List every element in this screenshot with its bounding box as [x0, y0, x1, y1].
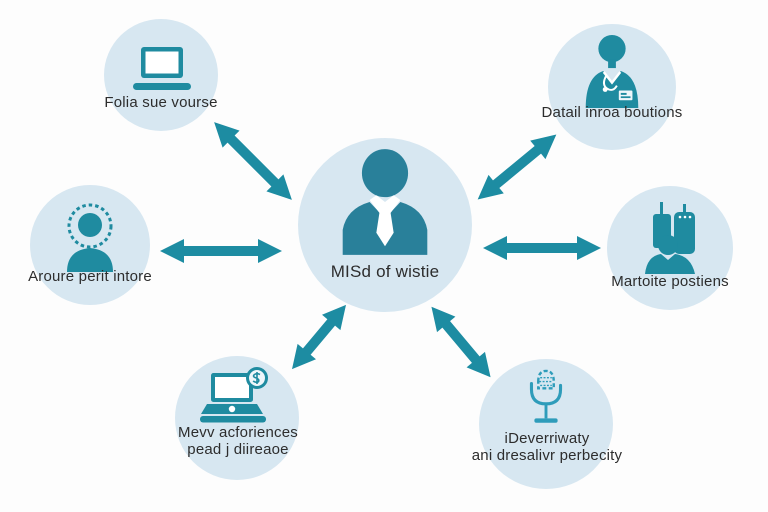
- arrow-center-top-right-icon: [477, 134, 557, 200]
- arrow-center-left-icon: [160, 239, 282, 263]
- shield-person-icon: [67, 203, 113, 272]
- arrow-center-top-left-icon: [214, 122, 292, 200]
- node-top-right-label: Datail inroa boutions: [541, 104, 683, 121]
- node-bottom-right-label-line2: ani dresalivr perbecity: [471, 447, 623, 464]
- node-bottom-left-label-line1: Mevv acforiences: [178, 424, 298, 441]
- arrow-center-right-icon: [483, 236, 601, 260]
- node-bottom-right-circle: [479, 359, 613, 489]
- node-bottom-left-label-line2: pead j diireaoe: [187, 441, 289, 458]
- radio-person-icon: [645, 202, 695, 274]
- laptop-coin-icon: [200, 367, 268, 423]
- businessperson-icon: [342, 149, 428, 255]
- laptop-icon: [133, 47, 191, 90]
- node-bottom-right-label: iDeverriwaty ani dresalivr perbecity: [432, 430, 662, 464]
- node-bottom-left-label: Mevv acforiences pead j diireaoe: [133, 424, 343, 458]
- node-left-label: Aroure perit intore: [28, 268, 152, 285]
- microphone-icon: [529, 369, 563, 423]
- node-bottom-right-label-line1: iDeverriwaty: [504, 430, 590, 447]
- node-right-label: Martoite postiens: [611, 273, 729, 290]
- node-top-left-label: Folia sue vourse: [104, 94, 218, 111]
- arrow-center-bottom-left-icon: [292, 304, 346, 370]
- doctor-icon: [585, 34, 639, 108]
- arrow-center-bottom-right-icon: [431, 306, 491, 378]
- node-center-label: MISd of wistie: [330, 262, 440, 281]
